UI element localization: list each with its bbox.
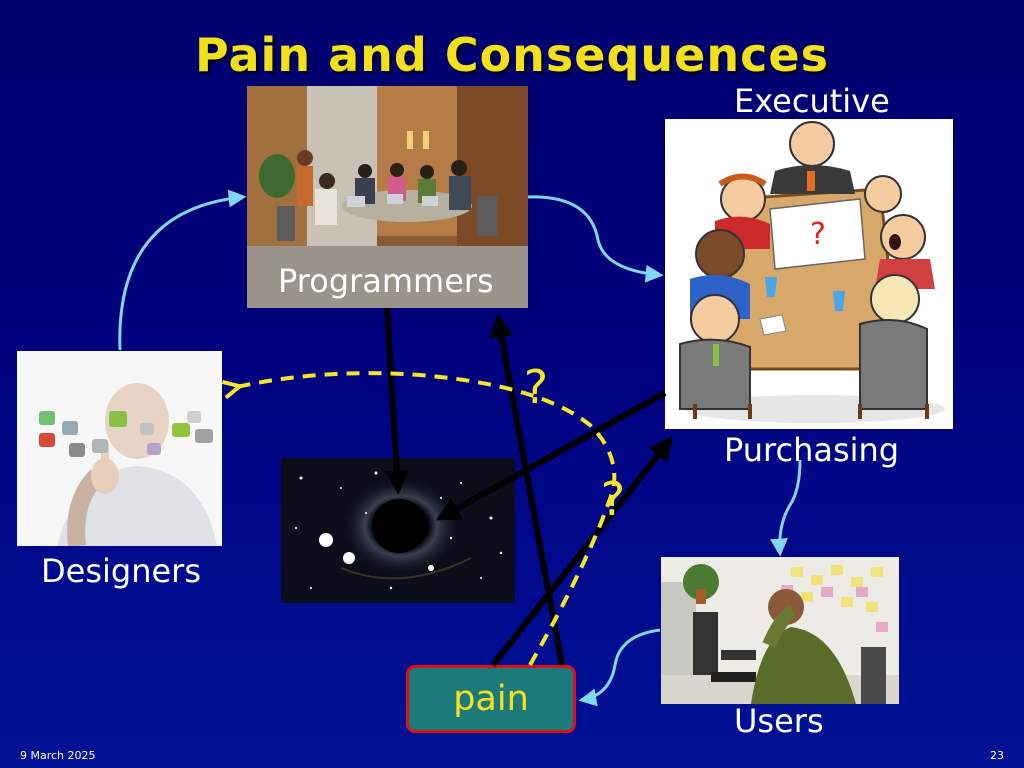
executive-label: Executive (734, 82, 890, 120)
footer-page-number: 23 (990, 749, 1004, 762)
pain-to-purchasing-arrow (490, 436, 673, 667)
purchasing-label: Purchasing (724, 431, 900, 469)
programmers-label: Programmers (278, 262, 494, 300)
pain-label: pain (453, 679, 529, 719)
purchasing-to-users-arrow (770, 459, 802, 557)
programmers-photo (247, 86, 528, 308)
pain-box: pain (406, 665, 576, 733)
executive-to-blackhole-arrow (435, 390, 667, 521)
svg-text:?: ? (810, 217, 826, 252)
question-mark-upper: ? (524, 360, 548, 414)
pain-to-designers-dashed-arrow (232, 371, 617, 666)
question-mark-lower: ? (601, 472, 625, 526)
programmers-to-executive-arrow (527, 195, 664, 283)
users-photo (661, 557, 899, 704)
programmers-to-blackhole-arrow (384, 307, 409, 495)
users-label: Users (734, 702, 824, 740)
designers-label: Designers (41, 552, 201, 590)
meeting-photo: ? (665, 119, 953, 429)
footer-date: 9 March 2025 (20, 749, 96, 762)
pain-to-programmers-arrow (489, 313, 565, 666)
slide-title: Pain and Consequences (195, 28, 829, 82)
designers-photo (17, 351, 222, 546)
designers-to-programmers-arrow (118, 189, 247, 351)
users-to-pain-arrow (578, 628, 661, 707)
